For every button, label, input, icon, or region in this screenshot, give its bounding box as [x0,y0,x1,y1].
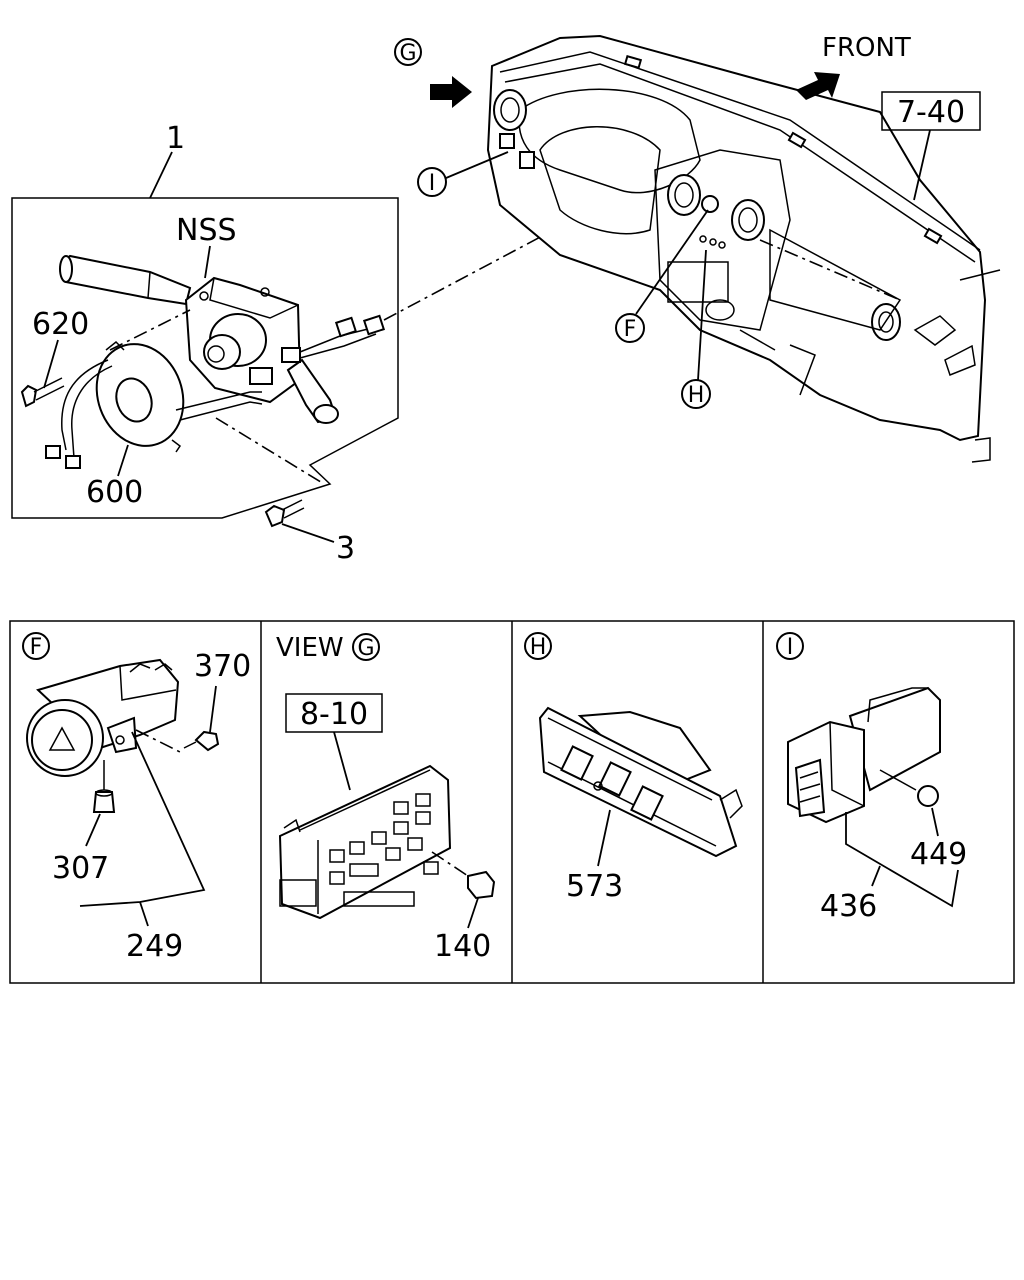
wiper-stalk [281,347,339,424]
view-g-callout: G [394,38,472,108]
panel-i-label-449: 449 [910,837,967,872]
panel-h-callout: H [530,635,547,660]
panel-i-label-436: 436 [820,889,877,924]
clock-spring [45,309,263,469]
combination-switch-assembly: 1 NSS [11,121,611,566]
instrument-panel [486,34,1001,463]
panel-f-label-249: 249 [126,929,183,964]
dash-ref-box [881,91,981,131]
callout-g: G [399,41,416,66]
switch-body [184,276,302,404]
panel-f-label-307: 307 [52,851,109,886]
panel-f-hazard-switch: F 370 307 249 [22,632,251,964]
tapping-screw [264,499,305,528]
callout-h: H [688,383,705,408]
panel-g-ref: 8-10 [300,697,368,732]
front-label: FRONT [822,33,911,63]
assembly-outline [11,197,399,519]
harness-connector [299,314,386,359]
panel-g-label-140: 140 [434,929,491,964]
panel-h-label-573: 573 [566,869,623,904]
nss-label: NSS [176,213,237,248]
bolt-620 [20,377,65,408]
panel-i-callout: I [787,635,794,660]
callout-i: I [429,171,436,196]
clock-spring-number: 600 [86,475,143,510]
panel-f-label-370: 370 [194,649,251,684]
panel-g-view-label: VIEW [276,633,344,663]
dash-ref: 7-40 [897,95,965,130]
bolt-number: 620 [32,307,89,342]
screw-number: 3 [336,531,355,566]
heater-control-buttons [329,793,439,907]
callout-f: F [624,317,637,342]
panel-i-mirror-switch: I 449 436 [776,632,967,924]
turn-signal-stalk [59,254,192,306]
panel-g-callout: G [357,636,374,661]
panel-g-heater-control: VIEW G 8-10 140 [276,633,496,964]
assembly-number: 1 [166,121,185,156]
panel-f-callout: F [30,635,43,660]
view-g-arrow [430,76,472,108]
panel-h-switch-panel: H 573 [524,632,743,904]
front-arrow [796,72,840,100]
